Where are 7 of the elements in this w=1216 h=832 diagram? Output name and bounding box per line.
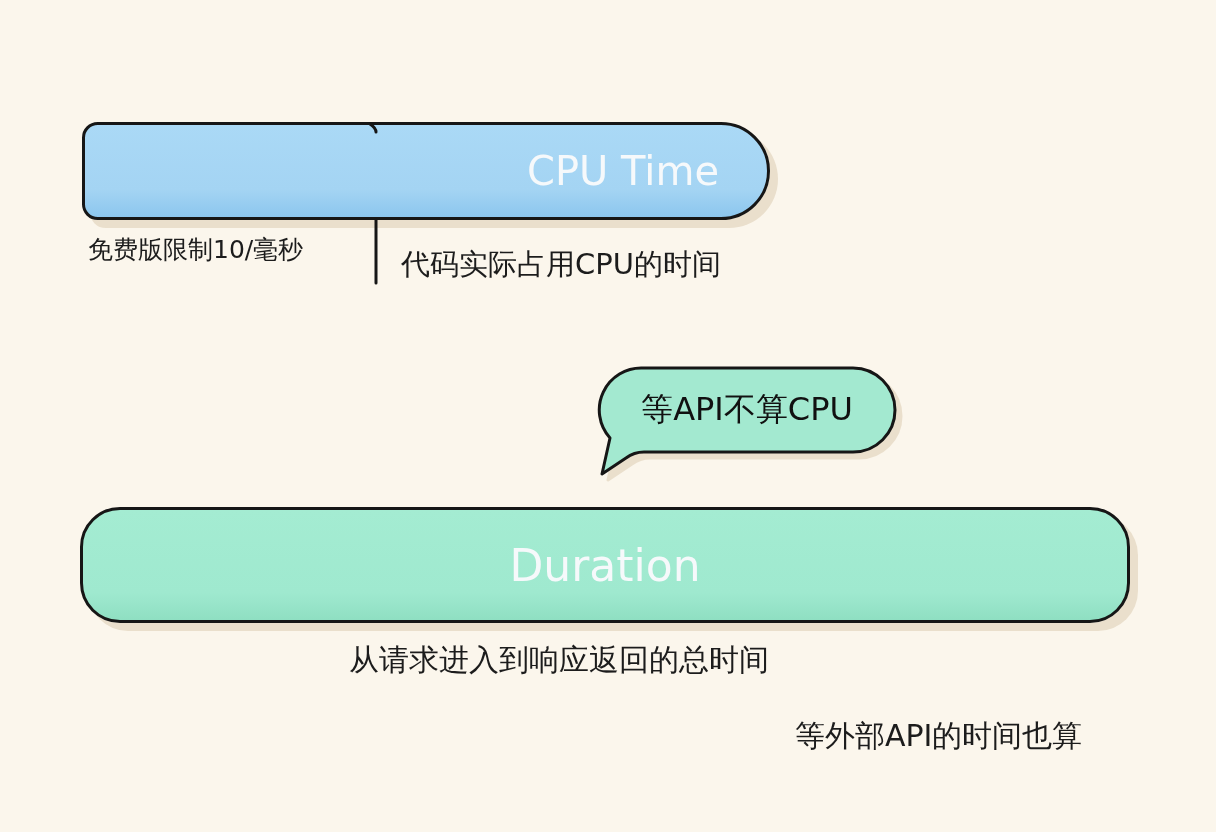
annotation-text: 从请求进入到响应返回的总时间 — [349, 641, 769, 679]
annotation-text: 免费版限制10/毫秒 — [88, 234, 304, 266]
bar-title: CPU Time — [527, 148, 719, 194]
bubble-text: 等API不算CPU — [641, 389, 853, 430]
annotation-text: 代码实际占用CPU的时间 — [401, 246, 721, 283]
note-text: 等外部API的时间也算 — [795, 717, 1083, 755]
bar-title: Duration — [509, 539, 701, 591]
